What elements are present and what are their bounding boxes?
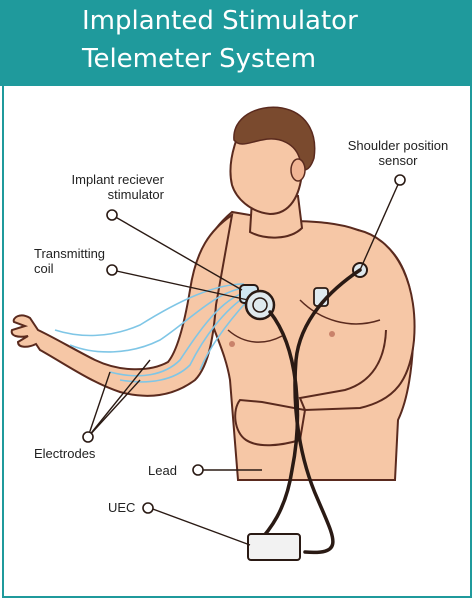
lead-cables	[254, 268, 362, 555]
nipple	[329, 331, 335, 337]
title-line-2: Telemeter System	[82, 44, 317, 74]
label-transmitting-coil: Transmitting coil	[34, 246, 105, 276]
callout-pointers	[87, 179, 401, 546]
diagram-frame	[2, 86, 472, 598]
title-banner: Implanted Stimulator Telemeter System	[0, 0, 472, 86]
transmitting-coil	[244, 289, 276, 321]
label-shoulder-line2: sensor	[378, 153, 418, 168]
label-electrodes: Electrodes	[34, 446, 96, 461]
pec-line	[299, 299, 381, 325]
pec-line-left	[227, 329, 283, 343]
left-arm	[10, 212, 234, 397]
label-implant-receiver: Implant reciever stimulator	[24, 172, 164, 202]
label-uec: UEC	[108, 500, 136, 515]
right-arm	[298, 229, 416, 412]
label-coil-line2: coil	[34, 261, 54, 276]
hair	[233, 106, 316, 171]
label-lead: Lead	[148, 463, 177, 478]
label-shoulder-sensor: Shoulder position sensor	[330, 138, 466, 168]
title-line-1: Implanted Stimulator	[82, 6, 358, 36]
label-coil-line1: Transmitting	[34, 246, 106, 261]
callout-rings	[82, 174, 406, 514]
label-shoulder-line1: Shoulder position	[347, 138, 449, 153]
label-implant-line2: stimulator	[107, 187, 164, 202]
coil-inner	[252, 297, 268, 313]
ear	[290, 158, 306, 182]
uec-box	[247, 533, 301, 561]
label-implant-line1: Implant reciever	[71, 172, 164, 187]
nipple-left	[229, 341, 235, 347]
